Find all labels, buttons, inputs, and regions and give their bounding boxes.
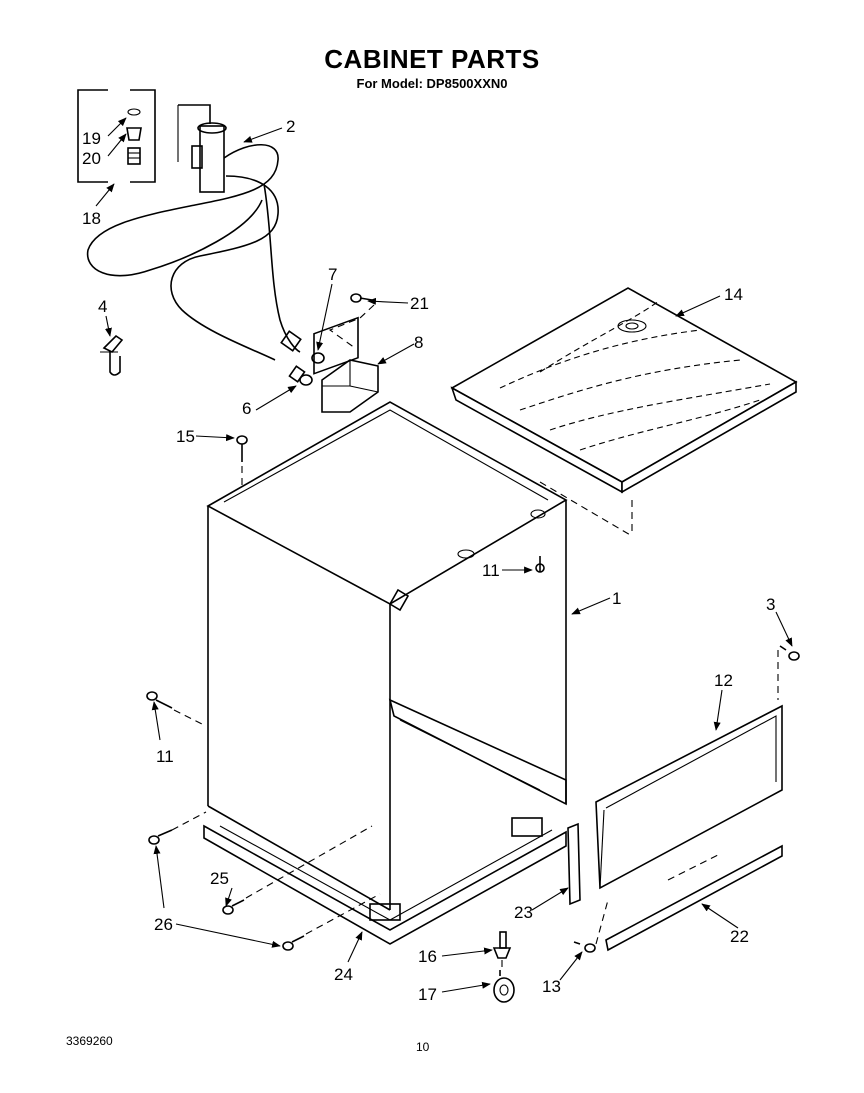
callout-25: 25 <box>210 869 229 888</box>
callout-11-left: 11 <box>156 747 174 766</box>
trim-part-22 <box>605 844 783 952</box>
callout-3: 3 <box>766 595 775 614</box>
leader-lines <box>95 117 793 993</box>
callout-13: 13 <box>542 977 561 996</box>
callout-21: 21 <box>410 294 429 313</box>
screw-part-13 <box>573 899 609 953</box>
callout-17: 17 <box>418 985 437 1004</box>
callout-24: 24 <box>334 965 353 984</box>
callout-26: 26 <box>154 915 173 934</box>
screw-part-25 <box>222 825 373 915</box>
callout-22: 22 <box>730 927 749 946</box>
screw-part-11-right <box>535 556 545 573</box>
callout-14: 14 <box>724 285 743 304</box>
page-number: 10 <box>416 1040 430 1054</box>
model-subtitle: For Model: DP8500XXN0 <box>356 76 508 91</box>
screw-part-11-left <box>146 691 207 727</box>
bracket-part-4 <box>100 334 124 376</box>
screw-part-26 <box>148 811 381 951</box>
panel-part-12 <box>595 704 783 890</box>
callout-4: 4 <box>98 297 107 316</box>
washer-part-7 <box>311 352 325 364</box>
page-title: CABINET PARTS <box>324 44 540 74</box>
screw-part-21 <box>328 293 375 349</box>
base-part-24 <box>203 817 567 945</box>
screw-part-15 <box>236 435 248 490</box>
inlet-hose-assembly <box>86 104 306 383</box>
clamp-part-6 <box>299 374 313 386</box>
callout-20: 20 <box>82 149 101 168</box>
screw-part-3 <box>777 645 800 700</box>
callout-23: 23 <box>514 903 533 922</box>
callout-18: 18 <box>82 209 101 228</box>
callout-15: 15 <box>176 427 195 446</box>
leg-part-16 <box>492 931 512 968</box>
callout-19: 19 <box>82 129 101 148</box>
callout-12: 12 <box>714 671 733 690</box>
wood-top-part-14 <box>450 287 798 494</box>
callout-1: 1 <box>612 589 621 608</box>
callout-7: 7 <box>328 265 337 284</box>
callout-6: 6 <box>242 399 251 418</box>
callout-2: 2 <box>286 117 295 136</box>
caster-part-17 <box>493 970 515 1003</box>
callout-8: 8 <box>414 333 423 352</box>
callout-16: 16 <box>418 947 437 966</box>
strip-part-23 <box>567 822 581 906</box>
cabinet-body <box>206 316 633 911</box>
document-code: 3369260 <box>66 1034 113 1048</box>
callout-labels: 19 20 18 2 4 7 21 8 6 15 14 11 1 3 12 11… <box>82 117 775 1004</box>
callout-11-right: 11 <box>482 561 500 580</box>
inset-box <box>77 89 156 183</box>
